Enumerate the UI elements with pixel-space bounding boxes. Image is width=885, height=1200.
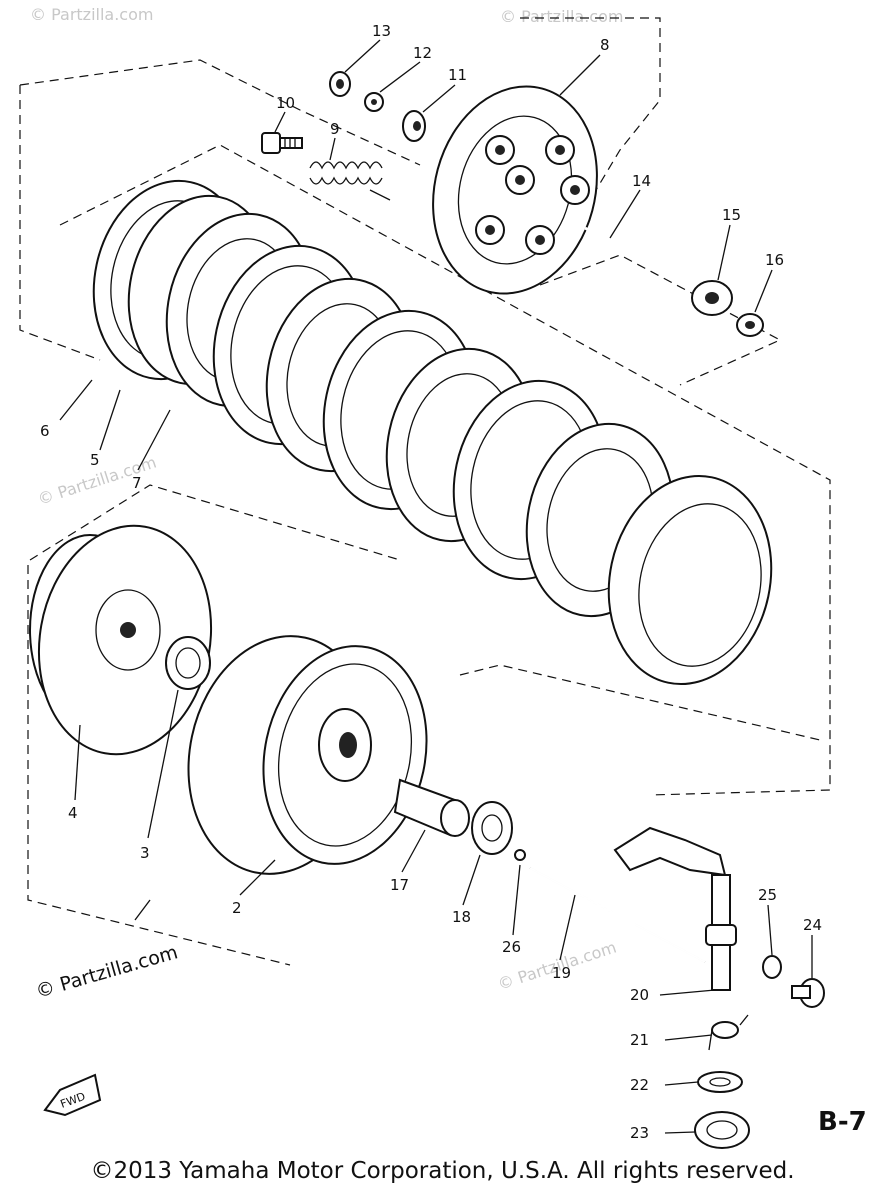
dashed-outline	[27, 565, 291, 966]
label-3: 3	[140, 844, 150, 862]
dashed-outline	[19, 85, 101, 361]
clutch-housing-2[interactable]	[167, 619, 446, 891]
ball-26[interactable]	[514, 849, 526, 861]
label-9: 9	[330, 120, 340, 138]
label-20: 20	[630, 986, 649, 1004]
label-5: 5	[90, 451, 100, 469]
brand-watermark: © Partzilla.com	[33, 941, 180, 1003]
washer-16[interactable]	[736, 313, 764, 337]
washer-11[interactable]	[402, 110, 426, 142]
label-7: 7	[132, 474, 142, 492]
label-11: 11	[448, 66, 467, 84]
label-18: 18	[452, 908, 471, 926]
leader-lines	[59, 39, 813, 1134]
page-code: B-7	[818, 1107, 867, 1137]
label-26: 26	[502, 938, 521, 956]
spacer-17[interactable]	[393, 778, 470, 837]
label-24: 24	[803, 916, 822, 934]
dashed-outline	[539, 254, 782, 386]
label-16: 16	[765, 251, 784, 269]
pressure-plate-8[interactable]	[411, 68, 620, 312]
label-21: 21	[630, 1031, 649, 1049]
label-22: 22	[630, 1076, 649, 1094]
dashed-outline	[59, 144, 831, 796]
label-6: 6	[40, 422, 50, 440]
part-labels: 13 12 11 8 10 9 14 15 16 6 5 7 4 3 2 17 …	[40, 22, 822, 1142]
push-rod-14[interactable]	[584, 226, 696, 292]
copyright-notice: ©2013 Yamaha Motor Corporation, U.S.A. A…	[90, 1158, 795, 1184]
washer-25[interactable]	[762, 955, 782, 979]
label-15: 15	[722, 206, 741, 224]
dashed-outline	[19, 59, 421, 166]
label-10: 10	[276, 94, 295, 112]
label-2: 2	[232, 899, 242, 917]
clutch-boss-4[interactable]	[21, 512, 228, 768]
dashed-outline	[459, 664, 821, 741]
washer-22[interactable]	[697, 1071, 743, 1093]
label-17: 17	[390, 876, 409, 894]
push-lever-20[interactable]	[613, 826, 737, 991]
nut-13[interactable]	[329, 71, 351, 97]
diagram-canvas: © Partzilla.com © Partzilla.com © Partzi…	[19, 5, 867, 1149]
fwd-arrow-icon: FWD	[43, 1073, 102, 1117]
bolt-10[interactable]	[261, 132, 303, 154]
dashed-outline	[29, 484, 401, 561]
washer-18[interactable]	[471, 801, 513, 855]
spring-21[interactable]	[708, 1014, 749, 1051]
spring-9[interactable]	[309, 161, 391, 201]
dashed-outline	[520, 17, 661, 201]
thrust-washer-3[interactable]	[165, 636, 211, 690]
label-4: 4	[68, 804, 78, 822]
label-13: 13	[372, 22, 391, 40]
label-23: 23	[630, 1124, 649, 1142]
friction-plate[interactable]	[590, 461, 790, 700]
label-25: 25	[758, 886, 777, 904]
oil-seal-23[interactable]	[694, 1111, 750, 1149]
label-19: 19	[552, 964, 571, 982]
label-12: 12	[413, 44, 432, 62]
watermark-faint: © Partzilla.com	[500, 7, 623, 26]
screw-24[interactable]	[791, 978, 825, 1008]
label-14: 14	[632, 172, 651, 190]
push-rod-19[interactable]	[529, 867, 706, 963]
nut-15[interactable]	[691, 280, 733, 316]
washer-12[interactable]	[364, 92, 384, 112]
label-8: 8	[600, 36, 610, 54]
watermark-faint: © Partzilla.com	[30, 5, 153, 24]
